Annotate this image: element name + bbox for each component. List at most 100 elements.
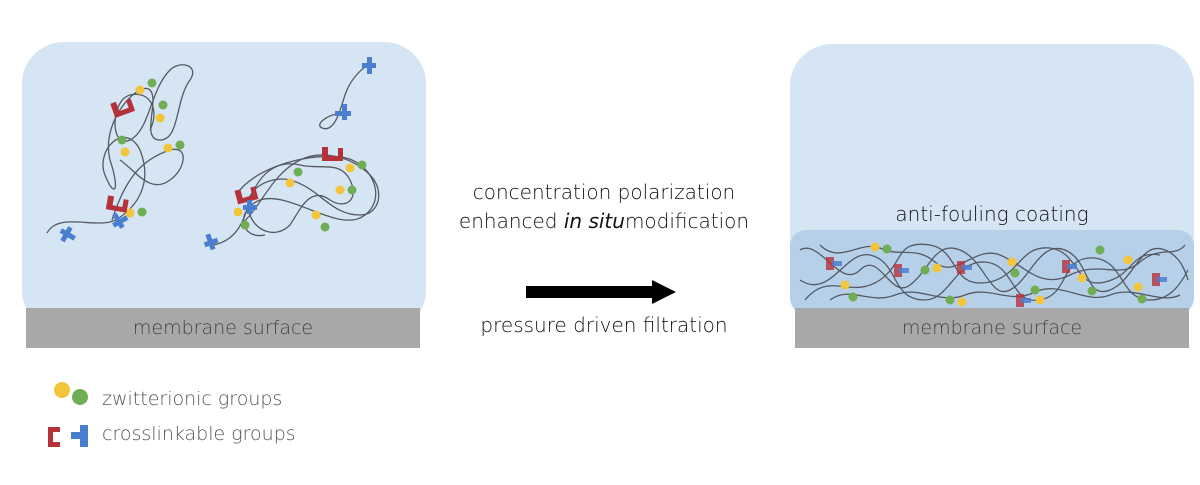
right-membrane-surface xyxy=(795,308,1189,348)
zwitterion-bead xyxy=(135,85,145,95)
zwitterion-bead xyxy=(335,185,345,195)
zwitterion-bead xyxy=(345,163,355,173)
crosslinker-red xyxy=(826,257,834,270)
crosslinker-blue xyxy=(1067,264,1077,269)
crosslinker-red xyxy=(1016,294,1024,307)
polymer-chain xyxy=(819,244,1186,281)
crosslinker-red xyxy=(1062,260,1070,273)
coating-layer xyxy=(790,230,1194,314)
zwitterion-green-icon xyxy=(72,389,88,405)
crosslinker-red xyxy=(957,261,965,274)
left-solution-area xyxy=(22,42,426,332)
process-arrow xyxy=(526,280,676,304)
zwitterion-bead xyxy=(347,185,357,195)
zwitterion-bead xyxy=(175,140,185,150)
crosslinker-blue xyxy=(1021,298,1031,303)
crosslinker-red xyxy=(234,186,259,205)
crosslinker-blue xyxy=(962,265,972,270)
arrow-head xyxy=(652,280,676,304)
zwitterion-bead xyxy=(920,265,930,275)
zwitterion-bead xyxy=(945,295,955,305)
crosslinker-blue xyxy=(1157,277,1167,282)
middle-line-1: concentration polarization xyxy=(472,180,736,204)
zwitterion-bead xyxy=(125,208,135,218)
crosslinker-blue xyxy=(247,200,252,214)
zwitterion-bead xyxy=(293,167,303,177)
left-panel xyxy=(22,42,426,348)
zwitterion-bead xyxy=(840,280,850,290)
crosslinker-blue xyxy=(60,226,73,243)
zwitterion-bead xyxy=(137,207,147,217)
crosslinker-blue xyxy=(112,212,125,229)
zwitterion-bead xyxy=(870,242,880,252)
middle-line-2: enhanced in situmodification xyxy=(424,209,784,233)
crosslinker-blue xyxy=(205,233,216,251)
polymer-chain xyxy=(804,243,1161,301)
zwitterion-bead xyxy=(1133,282,1143,292)
zwitterion-bead xyxy=(240,220,250,230)
zwitterion-bead xyxy=(882,244,892,254)
zwitterion-bead xyxy=(147,78,157,88)
zwitterion-bead xyxy=(1123,255,1133,265)
right-membrane-label: membrane surface xyxy=(901,317,1083,339)
crosslinker-red xyxy=(110,98,136,118)
polymer-chain xyxy=(799,247,1189,293)
crosslinker-blue xyxy=(832,261,842,266)
zwitterion-bead xyxy=(158,100,168,110)
polymer-chain xyxy=(829,288,1181,301)
zwitterion-bead xyxy=(1007,257,1017,267)
polymer-chain xyxy=(319,64,369,130)
zwitterion-bead xyxy=(1077,273,1087,283)
crosslinker-blue xyxy=(342,104,347,120)
middle-line-2-suffix: modification xyxy=(624,209,750,233)
left-crosslinker-groups xyxy=(59,57,376,251)
zwitterion-bead xyxy=(932,263,942,273)
zwitterion-bead xyxy=(848,292,858,302)
right-panel xyxy=(790,44,1194,348)
zwitterion-bead xyxy=(1087,286,1097,296)
crosslinker-red xyxy=(894,264,902,277)
polymer-chain xyxy=(46,64,194,234)
crosslinker-red xyxy=(1152,273,1160,286)
middle-line-2-prefix: enhanced xyxy=(458,209,564,233)
coating-zwitterionic-beads xyxy=(840,242,1147,307)
zwitterion-bead xyxy=(117,135,127,145)
zwitterion-bead xyxy=(233,207,243,217)
zwitterion-bead xyxy=(320,222,330,232)
zwitterion-bead xyxy=(120,147,130,157)
polymer-chain xyxy=(212,154,380,246)
polymer-chain xyxy=(111,148,184,221)
arrow-shaft xyxy=(526,286,654,298)
legend-icons xyxy=(48,382,88,447)
zwitterion-bead xyxy=(285,178,295,188)
zwitterion-bead xyxy=(957,297,967,307)
zwitterion-bead xyxy=(1137,294,1147,304)
crosslinker-red-icon xyxy=(48,427,60,447)
zwitterion-yellow-icon xyxy=(54,382,70,398)
zwitterion-bead xyxy=(1010,268,1020,278)
coating-polymer-network xyxy=(799,243,1189,301)
coating-crosslinked-junctions xyxy=(826,257,1167,307)
crosslinker-blue-icon-bar xyxy=(80,425,88,447)
zwitterion-bead xyxy=(163,143,173,153)
zwitterion-bead xyxy=(1030,285,1040,295)
legend-crosslinkable-label: crosslinkable groups xyxy=(102,423,296,445)
middle-line-2-italic: in situ xyxy=(563,209,625,233)
zwitterion-bead xyxy=(311,210,321,220)
left-polymer-chains xyxy=(46,64,380,246)
zwitterion-bead xyxy=(1095,245,1105,255)
left-zwitterionic-beads xyxy=(117,78,367,232)
left-membrane-surface xyxy=(26,308,420,348)
crosslinker-red xyxy=(322,147,343,161)
zwitterion-bead xyxy=(1035,295,1045,305)
crosslinker-red xyxy=(105,195,129,213)
coating-label: anti-fouling coating xyxy=(895,202,1089,226)
crosslinker-blue-icon xyxy=(71,432,81,439)
zwitterion-bead xyxy=(357,160,367,170)
legend-zwitterionic-label: zwitterionic groups xyxy=(102,388,283,410)
middle-line-3: pressure driven filtration xyxy=(480,313,728,337)
zwitterion-bead xyxy=(155,113,165,123)
crosslinker-blue xyxy=(899,268,909,273)
polymer-chain xyxy=(799,254,1189,301)
